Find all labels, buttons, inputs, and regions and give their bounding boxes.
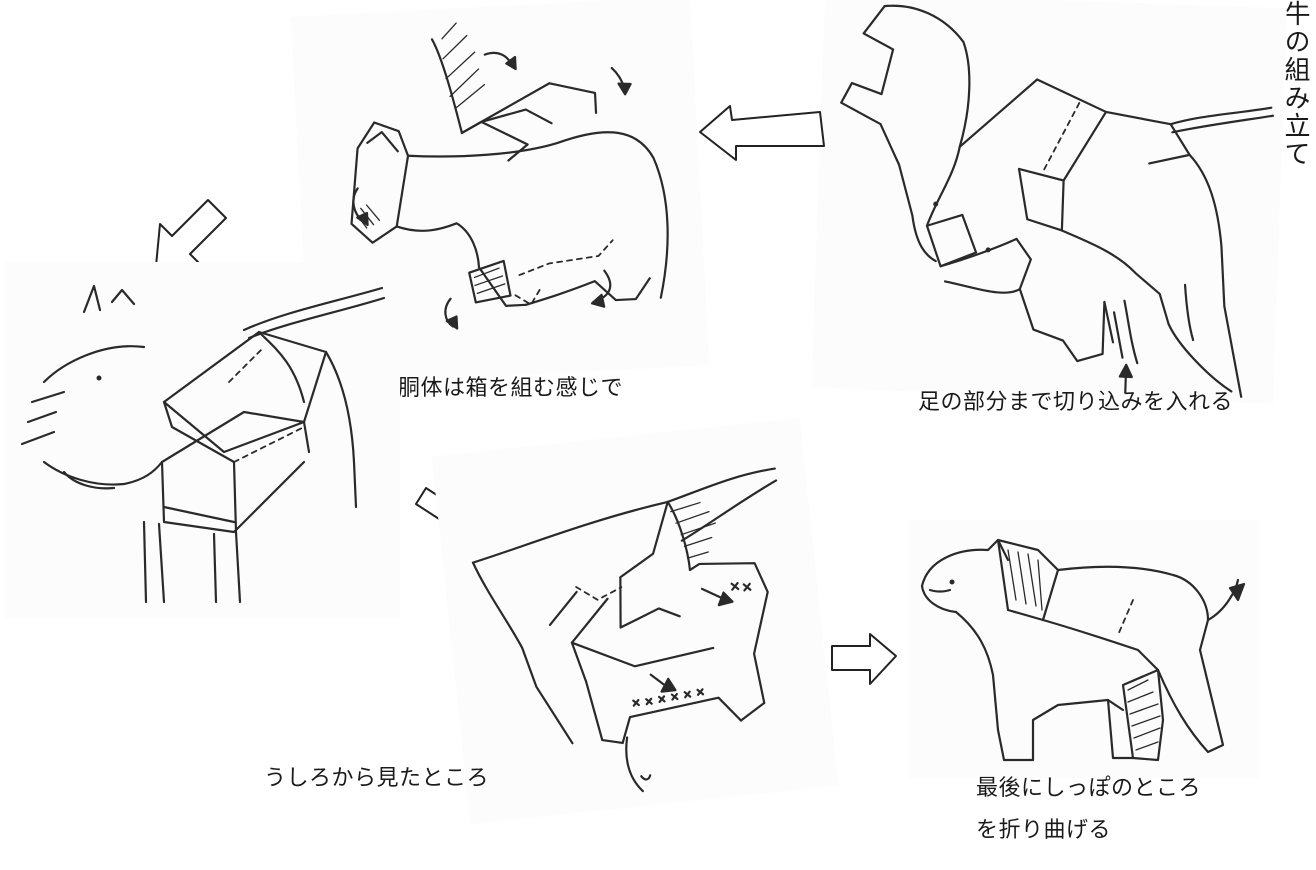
caption-fold-tail-line-2: を折り曲げる xyxy=(976,818,1112,843)
step-5-sketch-panel xyxy=(908,520,1260,778)
caption-body-box: 胴体は箱を組む感じで xyxy=(398,376,624,401)
hollow-arrow-right-icon xyxy=(828,630,900,688)
cutout-with-slits-sketch xyxy=(840,4,1275,398)
caption-rear-view: うしろから見たところ xyxy=(264,766,490,791)
step-1-sketch-panel xyxy=(811,0,1287,404)
open-box-body-sketch xyxy=(20,284,386,604)
hollow-arrow-left-icon xyxy=(696,100,828,164)
step-2-sketch-panel xyxy=(290,0,710,387)
step-3-sketch-panel xyxy=(4,262,400,618)
rear-view-sketch xyxy=(471,467,778,793)
caption-cut-legs: 足の部分まで切り込みを入れる xyxy=(918,390,1234,415)
finished-cow-sketch xyxy=(920,538,1246,762)
box-body-sketch xyxy=(350,22,669,330)
caption-fold-tail-line-1: 最後にしっぽのところ xyxy=(976,776,1202,801)
step-4-sketch-panel xyxy=(431,417,839,825)
